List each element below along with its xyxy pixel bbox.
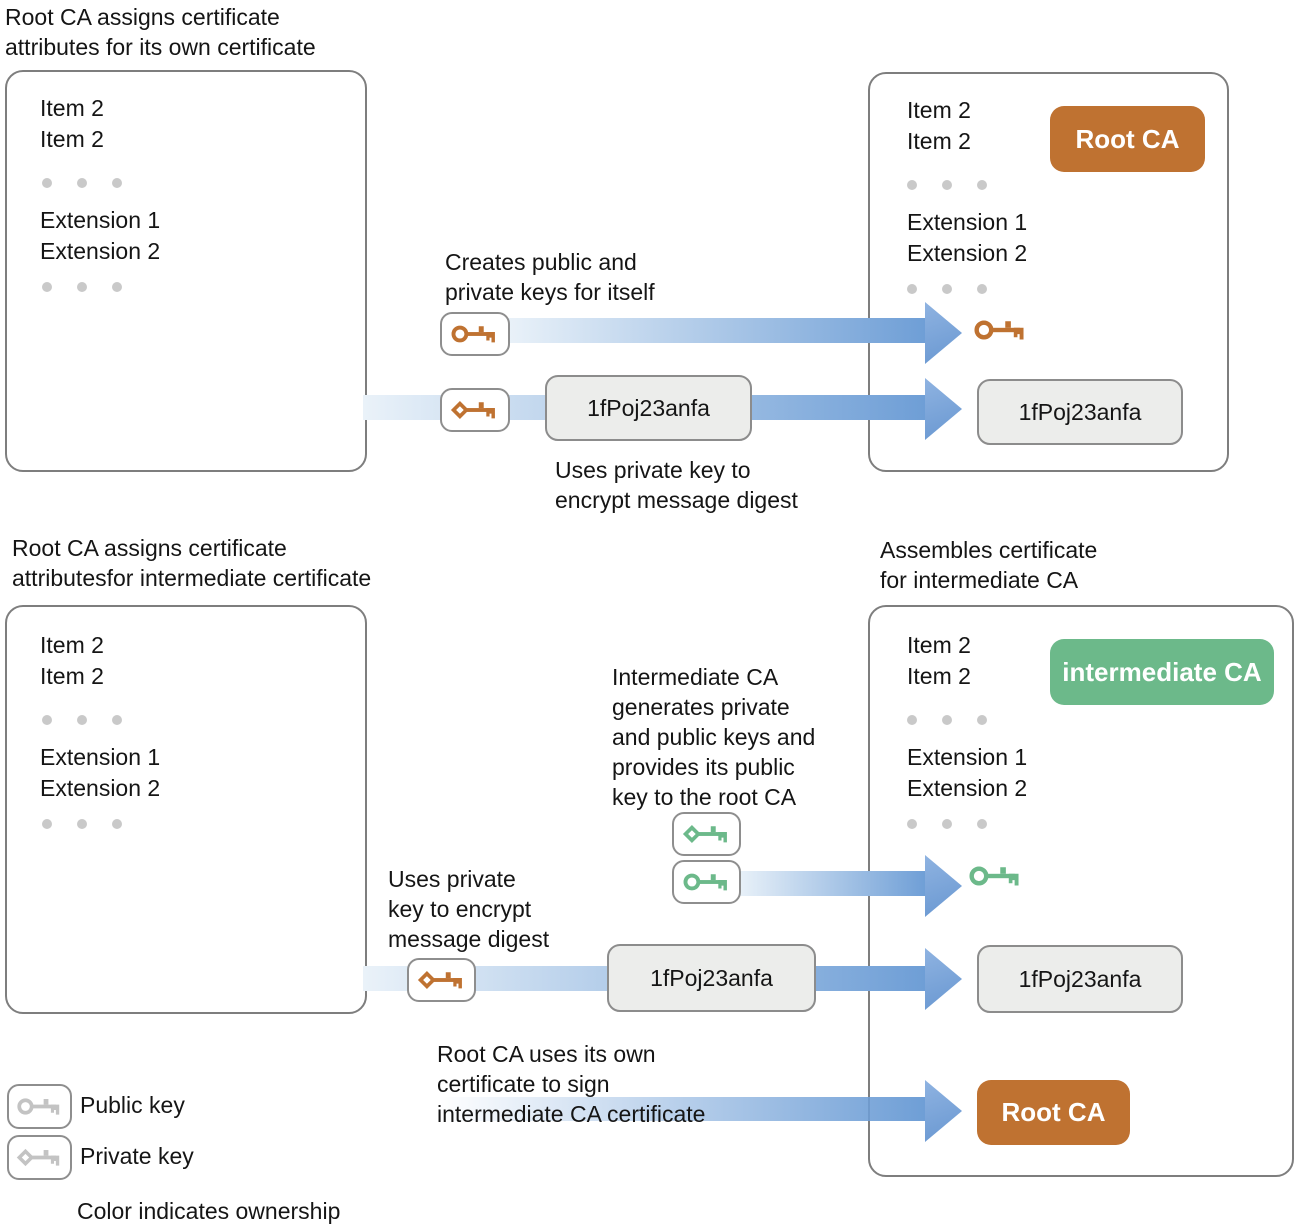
cert-box-root-attributes: Item 2 Item 2 Extension 1 Extension 2 — [5, 70, 367, 472]
ellipsis-dots — [42, 715, 122, 725]
private-key-icon — [7, 1135, 72, 1180]
root-ca-signature-badge: Root CA — [977, 1080, 1130, 1145]
ellipsis-dots — [907, 284, 987, 294]
heading-root-ca-intermediate-cert: Root CA assigns certificate attributesfo… — [12, 535, 372, 591]
cert-items: Item 2 Item 2 — [907, 632, 971, 689]
public-key-icon — [968, 860, 1024, 892]
annotation-uses-private-key-bottom: Uses private key to encrypt message dige… — [388, 866, 550, 952]
message-digest-label: 1fPoj23anfa — [977, 379, 1183, 445]
cert-extensions: Extension 1 Extension 2 — [40, 744, 161, 801]
legend-ownership-note: Color indicates ownership — [77, 1198, 341, 1224]
cert-extensions: Extension 1 Extension 2 — [40, 207, 161, 264]
heading-root-ca-own-cert: Root CA assigns certificate attributes f… — [5, 4, 316, 60]
intermediate-ca-badge: intermediate CA — [1050, 639, 1274, 705]
message-digest-label: 1fPoj23anfa — [545, 375, 752, 441]
public-key-icon — [7, 1084, 72, 1129]
message-digest-label: 1fPoj23anfa — [977, 945, 1183, 1013]
annotation-intermediate-generates: Intermediate CA generates private and pu… — [612, 664, 816, 810]
arrow-public-key-intermediate — [737, 871, 927, 896]
heading-assembles-certificate: Assembles certificate for intermediate C… — [880, 537, 1098, 593]
cert-items: Item 2 Item 2 — [40, 95, 104, 152]
legend-private-key-label: Private key — [80, 1143, 194, 1169]
ellipsis-dots — [907, 715, 987, 725]
annotation-uses-private-key-top: Uses private key to encrypt message dige… — [555, 457, 798, 513]
private-key-icon — [672, 812, 741, 856]
root-ca-badge: Root CA — [1050, 106, 1205, 172]
public-key-icon — [440, 312, 510, 356]
ellipsis-dots — [907, 819, 987, 829]
public-key-icon — [973, 314, 1029, 346]
private-key-icon — [440, 388, 510, 432]
ellipsis-dots — [907, 180, 987, 190]
annotation-root-signs: Root CA uses its own certificate to sign… — [437, 1041, 706, 1127]
public-key-icon — [672, 860, 741, 904]
cert-extensions: Extension 1 Extension 2 — [907, 209, 1028, 266]
cert-box-intermediate-attributes: Item 2 Item 2 Extension 1 Extension 2 — [5, 605, 367, 1014]
cert-box-intermediate-ca-certificate: Item 2 Item 2 intermediate CA Extension … — [868, 605, 1294, 1177]
ellipsis-dots — [42, 178, 122, 188]
cert-items: Item 2 Item 2 — [40, 632, 104, 689]
arrow-root-signs — [440, 1097, 927, 1121]
message-digest-label: 1fPoj23anfa — [607, 944, 816, 1012]
cert-extensions: Extension 1 Extension 2 — [907, 744, 1028, 801]
ellipsis-dots — [42, 819, 122, 829]
arrow-public-key-top — [506, 318, 927, 343]
ellipsis-dots — [42, 282, 122, 292]
private-key-icon — [407, 958, 476, 1002]
cert-items: Item 2 Item 2 — [907, 97, 971, 154]
annotation-creates-keys: Creates public and private keys for itse… — [445, 249, 655, 305]
legend-public-key-label: Public key — [80, 1092, 185, 1118]
